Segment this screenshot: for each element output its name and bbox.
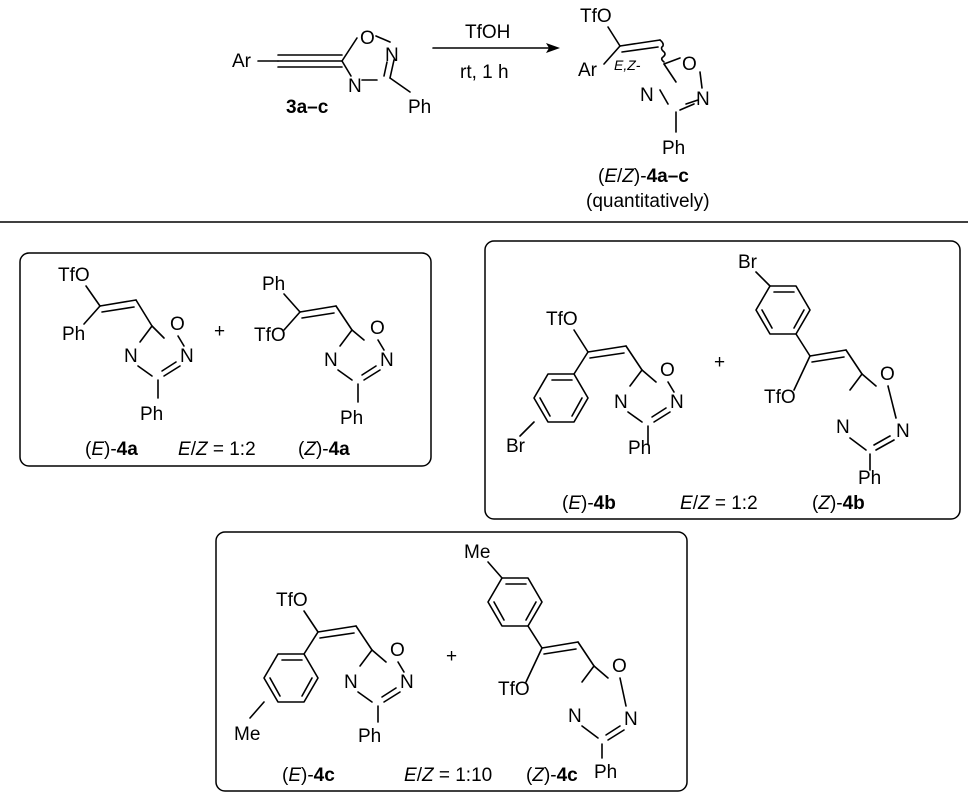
e-isomer-4a: TfO Ph O N N Ph	[58, 265, 194, 425]
ratio-label-4a: E/Z = 1:2	[178, 439, 256, 460]
phenyl-group: Ph	[408, 97, 431, 118]
plus-sign: +	[446, 646, 457, 667]
ring-oxygen: O	[660, 360, 675, 381]
e-isomer-4c: TfO Me O N N Ph	[234, 590, 414, 747]
phenyl-group: Ph	[340, 408, 363, 429]
ring-oxygen: O	[612, 656, 627, 677]
tfo-group: TfO	[546, 309, 578, 330]
ring-nitrogen-4: N	[124, 346, 138, 367]
ring-oxygen: O	[170, 314, 185, 335]
phenyl-group: Ph	[140, 404, 163, 425]
tfo-group: TfO	[580, 6, 612, 27]
methyl-group: Me	[464, 542, 490, 563]
phenyl-group: Ph	[358, 726, 381, 747]
compound-label-3: 3a–c	[286, 97, 329, 118]
plus-sign: +	[214, 321, 225, 342]
bromo-group: Br	[738, 252, 758, 273]
e-isomer-4b: TfO Br O N N Ph	[506, 309, 684, 459]
z-isomer-4c: Me TfO O N N Ph	[464, 542, 638, 783]
ring-nitrogen-4: N	[836, 417, 850, 438]
ring-nitrogen-2: N	[670, 392, 684, 413]
box-4b	[484, 240, 961, 520]
conditions-label: rt, 1 h	[460, 62, 509, 83]
tfo-group: TfO	[276, 590, 308, 611]
reagent-label: TfOH	[465, 22, 510, 43]
ar-group: Ar	[578, 60, 598, 81]
z-isomer-label-4c: (Z)-4c	[526, 765, 578, 786]
ring-oxygen: O	[682, 54, 697, 75]
z-isomer-4a: Ph TfO O N N Ph	[254, 274, 394, 429]
ring-nitrogen-2: N	[380, 350, 394, 371]
z-isomer-4b: Br TfO O N N Ph	[738, 252, 910, 489]
ring-nitrogen-2: N	[400, 672, 414, 693]
product-label: (E/Z)-4a–c	[598, 166, 689, 187]
ring-nitrogen-2: N	[896, 421, 910, 442]
phenyl-group: Ph	[262, 274, 285, 295]
z-isomer-label-4a: (Z)-4a	[298, 439, 350, 460]
box-4a	[19, 252, 432, 467]
product-4: TfO Ar E,Z- O N N Ph (E/Z)-4a–c (quantit…	[578, 6, 710, 212]
ring-nitrogen-2: N	[180, 346, 194, 367]
tfo-group: TfO	[498, 679, 530, 700]
tfo-group: TfO	[254, 325, 286, 346]
ring-oxygen: O	[880, 364, 895, 385]
methyl-group: Me	[234, 724, 260, 745]
phenyl-group: Ph	[62, 324, 85, 345]
phenyl-group: Ph	[628, 438, 651, 459]
z-isomer-label-4b: (Z)-4b	[812, 493, 865, 514]
ring-nitrogen-4: N	[324, 350, 338, 371]
ratio-label-4b: E/Z = 1:2	[680, 493, 758, 514]
reaction-arrow: TfOH rt, 1 h	[432, 22, 560, 83]
ar-group: Ar	[232, 51, 252, 72]
tfo-group: TfO	[58, 265, 90, 286]
e-isomer-label-4b: (E)-4b	[562, 493, 616, 514]
ring-nitrogen-4: N	[344, 672, 358, 693]
phenyl-group: Ph	[662, 138, 685, 159]
ring-nitrogen-4: N	[568, 706, 582, 727]
ring-nitrogen-4: N	[640, 85, 654, 106]
ring-oxygen: O	[390, 640, 405, 661]
starting-material-3: Ar O N N Ph 3a–c	[232, 28, 431, 118]
phenyl-group: Ph	[858, 468, 881, 489]
ring-nitrogen-2: N	[696, 89, 710, 110]
e-isomer-label-4c: (E)-4c	[282, 765, 335, 786]
ring-nitrogen-4: N	[348, 76, 362, 97]
tfo-group: TfO	[764, 387, 796, 408]
ring-oxygen: O	[370, 318, 385, 339]
ring-oxygen: O	[360, 28, 375, 49]
phenyl-group: Ph	[594, 762, 617, 783]
ring-nitrogen-2: N	[385, 45, 399, 66]
ring-nitrogen-4: N	[614, 392, 628, 413]
e-isomer-label-4a: (E)-4a	[85, 439, 138, 460]
ratio-label-4c: E/Z = 1:10	[404, 765, 492, 786]
yield-note: (quantitatively)	[586, 191, 710, 212]
plus-sign: +	[714, 352, 725, 373]
ez-tag: E,Z-	[614, 57, 641, 73]
ring-nitrogen-2: N	[624, 709, 638, 730]
bromo-group: Br	[506, 436, 526, 457]
box-4c	[215, 531, 688, 792]
